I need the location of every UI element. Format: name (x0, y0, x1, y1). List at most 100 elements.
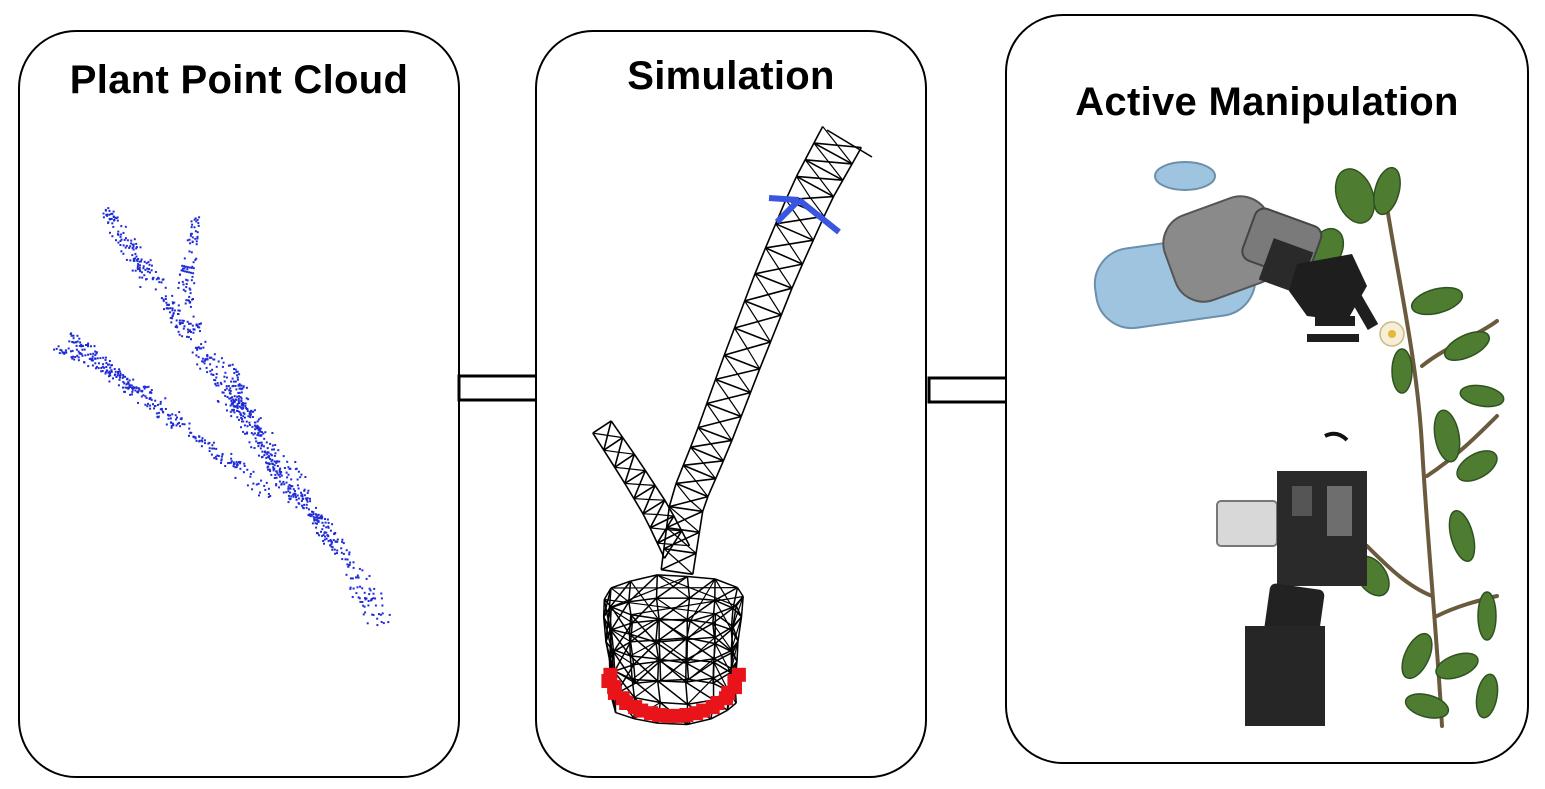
cloud-point (217, 360, 220, 363)
mesh-edge (665, 528, 682, 532)
cloud-point (172, 302, 174, 305)
mesh-edge (722, 440, 733, 462)
cloud-point (71, 349, 74, 352)
mesh-edge (657, 542, 674, 546)
cloud-point (362, 613, 365, 616)
mesh-edge (631, 597, 658, 624)
cloud-point (358, 567, 361, 570)
cloud-point (273, 448, 275, 451)
cloud-point (189, 292, 192, 295)
cloud-point (191, 275, 194, 278)
cloud-point (139, 270, 142, 273)
cloud-point (108, 373, 111, 375)
cloud-point (107, 207, 110, 210)
cloud-point (143, 387, 146, 390)
cloud-point (274, 452, 277, 455)
cloud-point (193, 226, 196, 229)
cloud-point (140, 395, 143, 398)
cloud-point (200, 347, 203, 350)
cloud-point (191, 324, 194, 327)
cloud-point (317, 513, 320, 516)
cloud-point (171, 294, 174, 297)
cloud-point (212, 441, 215, 444)
mesh-edge (664, 499, 675, 517)
cloud-point (295, 496, 297, 499)
cloud-point (97, 367, 100, 370)
cloud-point (179, 417, 182, 420)
cloud-point (126, 386, 129, 389)
cloud-point (203, 359, 206, 362)
cloud-point (120, 225, 123, 228)
cloud-point (164, 295, 167, 298)
cloud-point (124, 375, 126, 378)
cloud-point (176, 416, 178, 419)
cloud-point (210, 453, 213, 456)
cloud-point (230, 380, 233, 383)
cloud-point (197, 326, 200, 329)
cloud-point (134, 389, 137, 392)
cloud-point (101, 365, 104, 368)
cloud-point (192, 331, 195, 334)
cloud-point (321, 528, 324, 531)
cloud-point (193, 218, 196, 221)
cloud-point (78, 337, 81, 340)
cloud-point (135, 255, 138, 258)
mesh-edge (686, 599, 716, 621)
mesh-edge (605, 641, 611, 660)
cloud-point (138, 276, 141, 279)
cloud-point (251, 488, 254, 491)
cloud-point (190, 331, 192, 333)
cloud-point (222, 361, 225, 364)
cloud-point (145, 397, 148, 399)
cloud-point (118, 370, 121, 373)
cloud-point (181, 280, 184, 283)
cloud-point (253, 432, 256, 435)
mesh-edge (624, 482, 635, 500)
mesh-edge (842, 163, 853, 181)
cloud-point (314, 516, 317, 519)
cloud-point (372, 592, 375, 595)
cloud-point (195, 240, 198, 243)
cloud-point (254, 437, 257, 440)
cloud-point (265, 461, 267, 464)
mesh-edge (624, 482, 640, 486)
cloud-point (243, 412, 246, 415)
cloud-point (195, 243, 198, 246)
mesh-edge (713, 650, 732, 660)
mesh-edge (728, 397, 742, 417)
cloud-point (301, 495, 304, 498)
cloud-point (263, 484, 266, 487)
cloud-point (171, 317, 174, 320)
mesh-edge (714, 460, 725, 480)
cloud-point (264, 488, 267, 491)
cloud-point (77, 356, 80, 359)
mesh-edge (726, 702, 737, 711)
cloud-point (357, 596, 360, 599)
cloud-point (329, 529, 332, 532)
cloud-point (212, 373, 215, 376)
mesh-edge (656, 597, 688, 620)
mesh-edge (832, 179, 844, 197)
cloud-point (273, 464, 276, 467)
cloud-point (365, 597, 368, 600)
cloud-point (191, 265, 194, 268)
cloud-point (124, 225, 127, 228)
cloud-point (326, 518, 329, 521)
mesh-edge (757, 321, 772, 343)
cloud-point (181, 322, 184, 324)
mesh-edge (649, 498, 665, 501)
mesh-edge (734, 327, 771, 343)
cloud-point (124, 390, 126, 393)
mesh-edge (737, 373, 751, 393)
cloud-point (341, 558, 344, 561)
cloud-point (149, 397, 152, 399)
mesh-edge (673, 543, 690, 547)
cloud-point (255, 425, 258, 428)
cloud-point (84, 354, 87, 357)
cloud-point (198, 439, 201, 442)
cloud-point (178, 421, 181, 424)
cloud-point (122, 375, 125, 378)
cloud-point (103, 366, 106, 369)
cloud-point (233, 401, 235, 403)
cloud-point (381, 612, 384, 615)
